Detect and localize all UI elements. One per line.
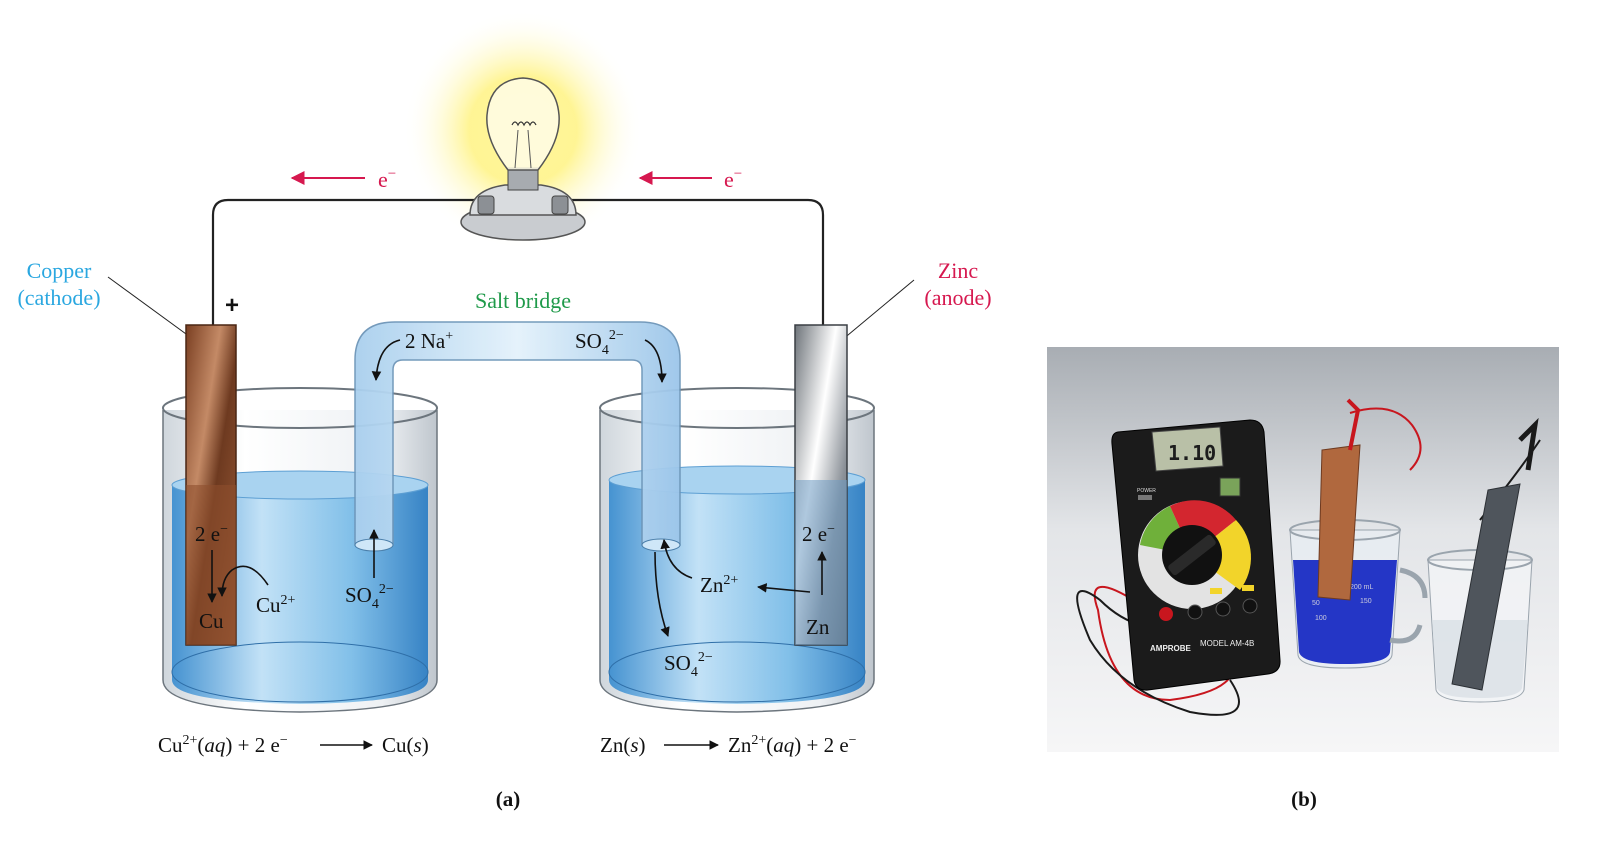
multimeter-display-value: 1.10	[1168, 441, 1216, 465]
cathode-equation: Cu2+(aq) + 2 e−	[158, 733, 288, 757]
multimeter-model: MODEL AM-4B	[1200, 639, 1254, 648]
electron-label-right: e−	[724, 166, 742, 192]
left-metal-label: Cu	[199, 609, 224, 633]
zinc-electrode	[794, 324, 848, 646]
multimeter-power-label: POWER	[1137, 488, 1156, 494]
right-ion-label: Zn2+	[700, 573, 738, 597]
photo-beaker-mark-top: 200 mL	[1350, 584, 1373, 591]
electron-label-left: e−	[378, 166, 396, 192]
multimeter-brand: AMPROBE	[1150, 644, 1192, 653]
anode-label-line1: Zinc	[938, 258, 979, 283]
bridge-arrow-left	[371, 339, 401, 381]
cathode-label-line2: (cathode)	[17, 285, 100, 310]
right-bridge-out-arrow	[660, 539, 693, 579]
left-electron-label: 2 e−	[195, 522, 228, 546]
bridge-arrow-right	[644, 339, 667, 383]
right-anion-label: SO42−	[664, 650, 713, 680]
photo-beaker-mark-2: 100	[1315, 615, 1327, 622]
caption-b: (b)	[1291, 787, 1317, 811]
anode-label-line2: (anode)	[924, 285, 991, 310]
photo-beaker-mark-1: 150	[1360, 598, 1372, 605]
salt-bridge-anion-label: SO42−	[575, 328, 624, 358]
cathode-label-line1: Copper	[27, 258, 92, 283]
left-anion-label: SO42−	[345, 582, 394, 612]
multimeter-icon: 1.10 POWER AMPROBE MODEL AM-4B	[1111, 419, 1281, 691]
right-anion-arrow	[654, 551, 670, 637]
photo-copper-beaker: 200 mL 150 100 50	[1289, 398, 1428, 669]
anode-equation: Zn(s)	[600, 733, 646, 757]
light-bulb-icon	[460, 77, 586, 241]
left-ion-arrow	[217, 565, 269, 597]
caption-a: (a)	[496, 787, 521, 811]
right-electron-label: 2 e−	[802, 522, 835, 546]
cathode-equation-product: Cu(s)	[382, 733, 429, 757]
salt-bridge-title: Salt bridge	[475, 288, 571, 313]
left-ion-label: Cu2+	[256, 593, 296, 617]
cathode-sign: +	[225, 292, 239, 319]
photo-zinc-beaker	[1427, 417, 1539, 703]
photo-beaker-mark-3: 50	[1312, 600, 1320, 607]
copper-electrode	[185, 324, 237, 646]
photo-panel: 1.10 POWER AMPROBE MODEL AM-4B	[1047, 347, 1559, 752]
right-metal-label: Zn	[806, 615, 830, 639]
right-ion-arrow	[757, 583, 811, 593]
external-wire	[211, 198, 825, 325]
anode-equation-product: Zn2+(aq) + 2 e−	[728, 733, 857, 757]
salt-bridge-cation-label: 2 Na+	[405, 329, 453, 353]
